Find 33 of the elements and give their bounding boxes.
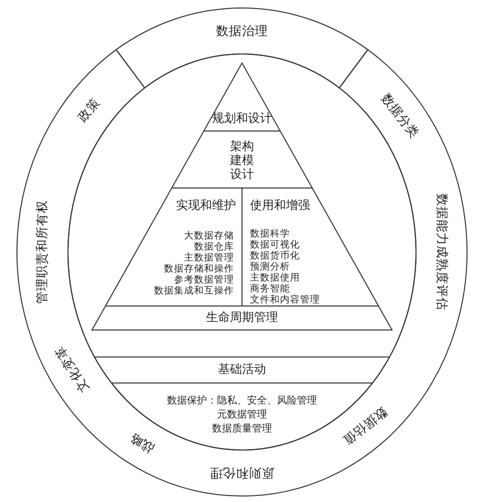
text-line: 元数据管理	[217, 409, 267, 421]
layer-label: 使用和增强	[250, 199, 310, 213]
ring-label: 战略	[127, 430, 157, 456]
list-item: 数据科学	[250, 230, 290, 240]
ring-label: 数据治理	[216, 24, 268, 38]
list-item: 数据仓库	[194, 242, 234, 253]
band-label: 基础活动	[218, 363, 266, 377]
text-line: 数据质量管理	[212, 423, 272, 435]
layer-label: 规划和设计	[212, 112, 272, 126]
list-item: 数据可视化	[250, 240, 300, 251]
ring-label: 数据分类	[378, 91, 422, 141]
layer-label: 设计	[230, 168, 254, 182]
list-item: 大数据存储	[184, 232, 234, 242]
ring-label: 文化变革	[52, 343, 92, 395]
ring-label: 管理职责和所有权	[34, 200, 50, 304]
list-item: 数据集成和互操作	[154, 286, 234, 298]
ring-label: 原则和伦理	[210, 466, 274, 480]
list-item: 商务智能	[250, 284, 290, 295]
list-item: 文件和内容管理	[250, 296, 320, 306]
list-item: 主数据使用	[250, 274, 300, 284]
ring-label: 政策	[74, 95, 103, 125]
list-item: 数据存储和操作	[164, 264, 234, 275]
layer-label: 生命周期管理	[206, 311, 278, 325]
list-item: 数据货币化	[250, 252, 300, 262]
list-item: 主数据管理	[184, 254, 234, 264]
list-item: 预测分析	[250, 262, 290, 273]
text-line: 数据保护：隐私、安全、风险管理	[167, 395, 317, 407]
ring-label: 数据能力成熟度评估	[434, 194, 450, 310]
layer-label: 实现和维护	[176, 199, 236, 213]
layer-label: 架构	[230, 140, 254, 154]
layer-label: 建模	[230, 154, 254, 168]
ring-label: 数据估值	[340, 404, 390, 448]
list-item: 参考数据管理	[174, 276, 234, 286]
